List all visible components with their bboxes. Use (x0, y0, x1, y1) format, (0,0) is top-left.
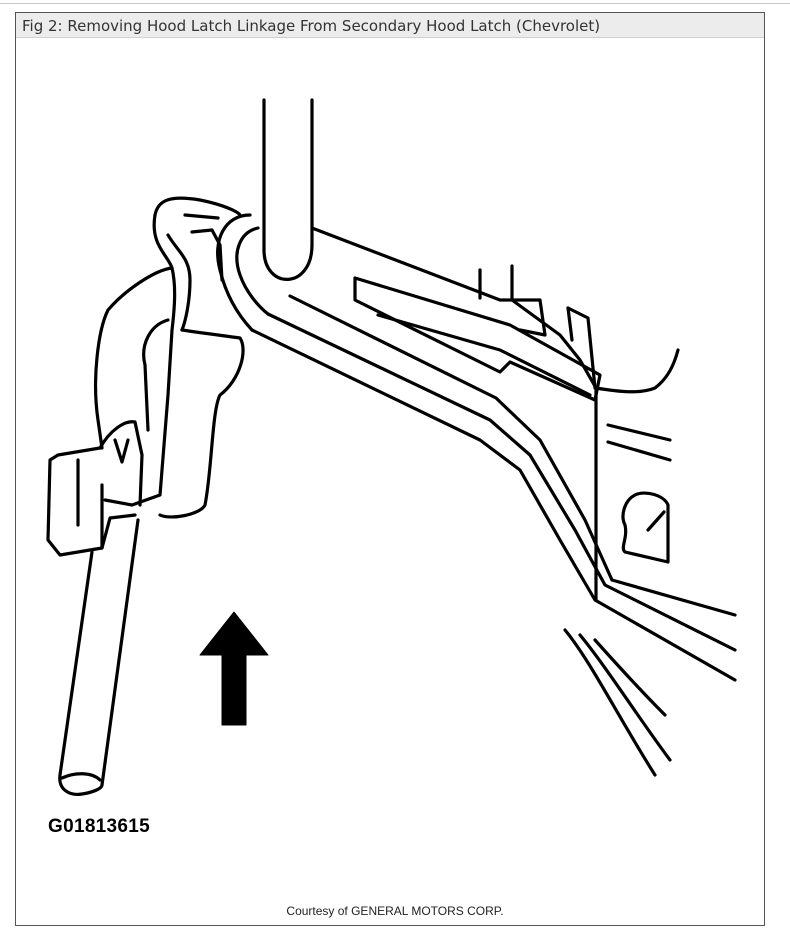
latch-housing-body (158, 328, 245, 519)
latch-lever-arm (216, 213, 737, 682)
lever-arm-upper-edge (610, 578, 737, 617)
rod-end (58, 773, 104, 796)
lower-linkage-curve-1 (563, 628, 657, 777)
latch-housing-bracket-top (98, 420, 144, 507)
latch-housing-inner-curve (166, 233, 192, 332)
linkage-rod (262, 98, 314, 281)
figure-title-bar: Fig 2: Removing Hood Latch Linkage From … (16, 13, 764, 38)
lever-arm-lower-edge-1 (250, 328, 737, 682)
lever-arm-tab-2 (566, 306, 597, 390)
lever-arm-hole-slash (646, 510, 666, 532)
lever-arm-tab (478, 264, 547, 337)
lower-linkage-curve-2 (578, 633, 672, 762)
secondary-latch-rod (58, 518, 140, 796)
upward-arrow (199, 611, 269, 726)
secondary-latch-housing (46, 196, 245, 557)
latch-housing-inner-left (142, 318, 170, 432)
latch-housing-top-hook-inner (183, 213, 220, 220)
lever-arm-lower-edge-3 (288, 294, 614, 582)
rod-left-edge (58, 550, 94, 777)
lever-arm-slot-inner (376, 313, 592, 397)
linkage-rod-end (262, 243, 314, 281)
latch-housing-bracket-inner (113, 438, 130, 464)
credit-text: Courtesy of GENERAL MOTORS CORP. (286, 904, 504, 918)
lever-arm-lower-edge-2 (266, 312, 737, 652)
rod-right-edge (100, 518, 140, 787)
lower-linkage (563, 628, 672, 777)
lever-arm-tab-3 (566, 306, 574, 342)
lever-arm-eye-inner (235, 226, 270, 316)
latch-housing-middle (190, 228, 224, 282)
latch-housing-outer-left (94, 266, 174, 450)
figure-title: Fig 2: Removing Hood Latch Linkage From … (22, 17, 601, 35)
top-rule (0, 3, 790, 4)
lever-arm-hole (621, 491, 670, 564)
lever-arm-right-curve (594, 348, 680, 394)
lever-arm-stripe-1 (606, 423, 672, 442)
lower-linkage-curve-3 (593, 638, 667, 717)
lever-arm-stripe-2 (606, 440, 672, 462)
part-number-label: G01813615 (48, 816, 151, 837)
latch-housing-left-curve (103, 213, 177, 507)
latch-housing-bracket (46, 446, 137, 557)
rod-end-cap (60, 772, 102, 782)
latch-housing-top-hook (153, 196, 242, 217)
lever-arm-slot-outer (353, 276, 602, 402)
